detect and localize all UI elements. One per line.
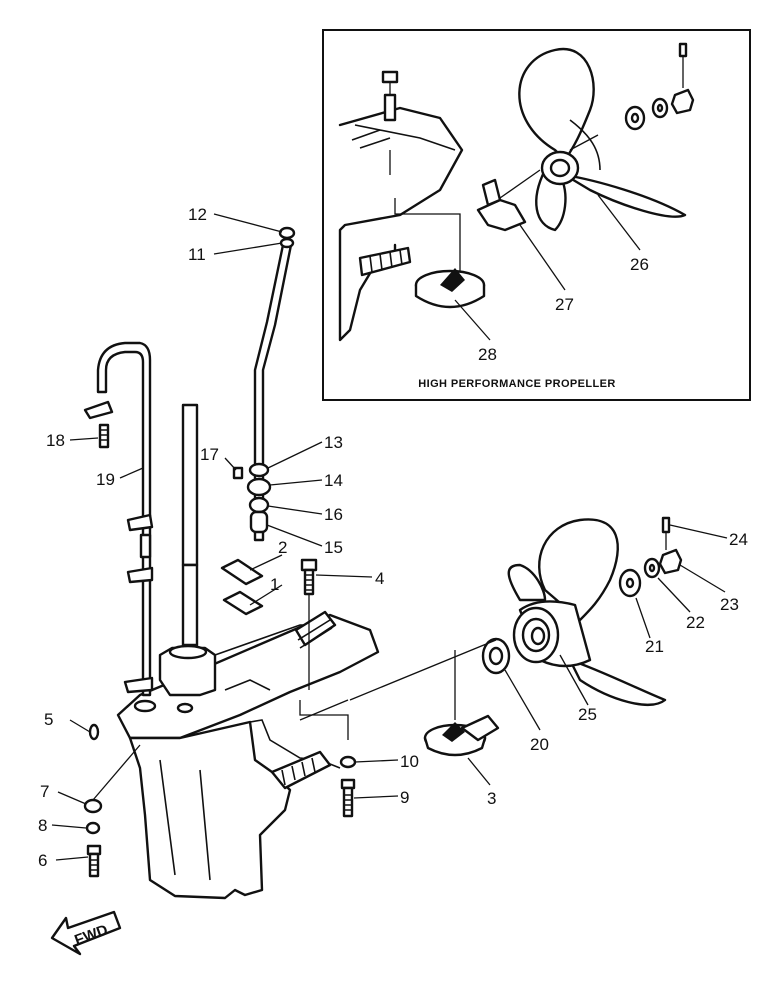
- inset-hardware: [624, 42, 695, 131]
- label-24: 24: [729, 530, 748, 549]
- label-22: 22: [686, 613, 705, 632]
- label-11: 11: [188, 245, 206, 264]
- left-hardware: [83, 723, 141, 878]
- label-14: 14: [324, 471, 343, 490]
- callout-leaders: [51, 213, 728, 861]
- label-23: 23: [720, 595, 739, 614]
- label-21: 21: [645, 637, 664, 656]
- label-19: 19: [96, 470, 115, 489]
- label-9: 9: [400, 788, 409, 807]
- lower-case: [116, 610, 380, 900]
- label-10: 10: [400, 752, 419, 771]
- label-20: 20: [530, 735, 549, 754]
- label-16: 16: [324, 505, 343, 524]
- label-17: 17: [200, 445, 219, 464]
- inset-panel: HIGH PERFORMANCE PROPELLER: [322, 29, 751, 401]
- label-7: 7: [40, 782, 49, 801]
- inset-gear-case: [338, 70, 464, 342]
- label-27: 27: [555, 295, 574, 314]
- part-labels: 1 2 3 4 5 6 7 8 9 10 11 12 13 14 15 16 1…: [38, 205, 748, 870]
- plates: [220, 558, 264, 616]
- label-26: 26: [630, 255, 649, 274]
- tube-grommets: [232, 462, 272, 534]
- propeller-assembly: [299, 516, 683, 721]
- label-8: 8: [38, 816, 47, 835]
- inset-propeller: [518, 47, 687, 232]
- label-6: 6: [38, 851, 47, 870]
- inset-thrust-washer: [476, 169, 541, 232]
- label-4: 4: [375, 569, 384, 588]
- fwd-arrow: FWD: [50, 910, 122, 956]
- drive-shaft: [181, 403, 199, 647]
- label-13: 13: [324, 433, 343, 452]
- label-12: 12: [188, 205, 207, 224]
- label-25: 25: [578, 705, 597, 724]
- shift-rod: [83, 341, 154, 697]
- inset-anode: [414, 268, 486, 309]
- anode-3: [423, 650, 500, 757]
- label-15: 15: [324, 538, 343, 557]
- label-2: 2: [278, 538, 287, 557]
- label-1: 1: [270, 575, 279, 594]
- label-28: 28: [478, 345, 497, 364]
- label-3: 3: [487, 789, 496, 808]
- label-5: 5: [44, 710, 53, 729]
- bolt-4: [300, 558, 318, 690]
- label-18: 18: [46, 431, 65, 450]
- inset-caption: HIGH PERFORMANCE PROPELLER: [418, 378, 615, 390]
